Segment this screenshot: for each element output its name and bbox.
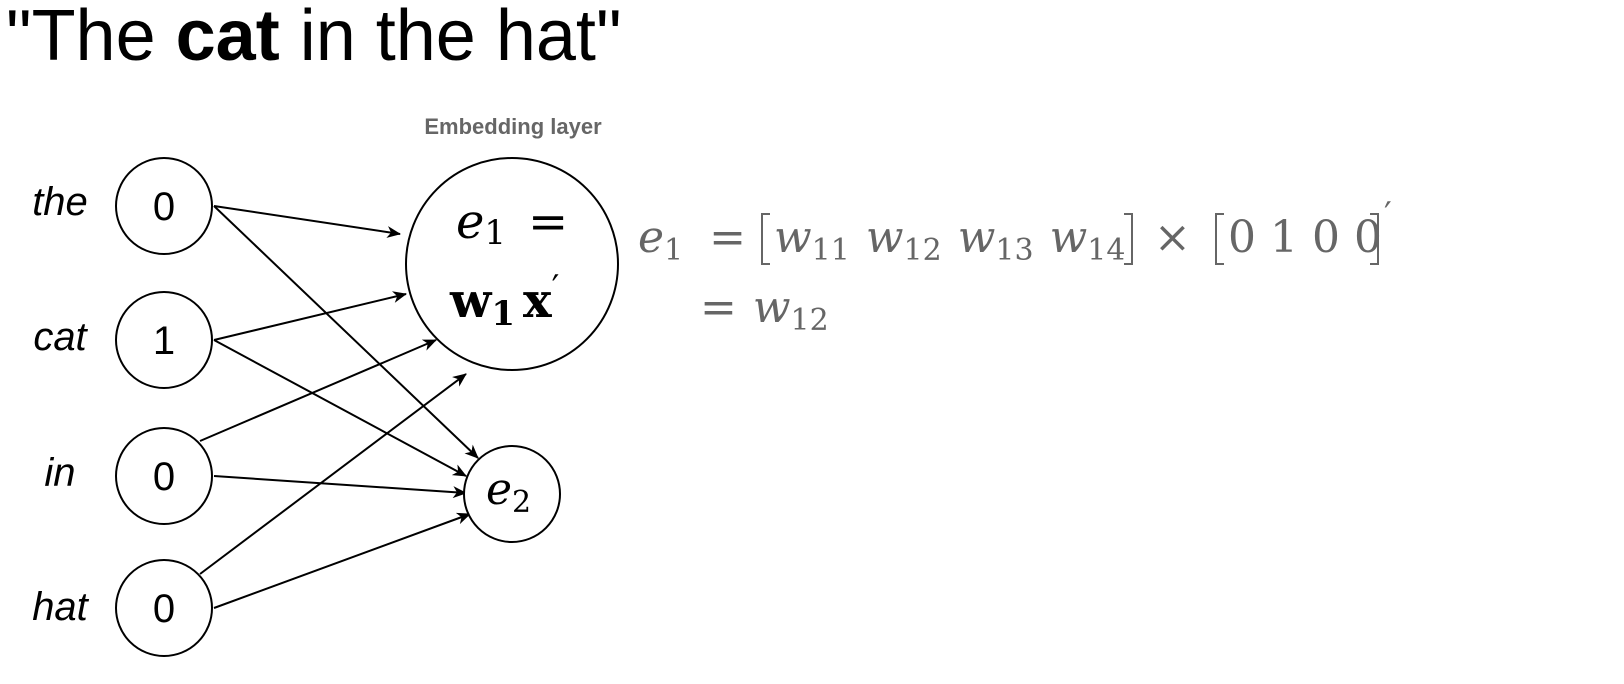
e1-node-formula-top: e1= — [456, 194, 568, 253]
edge-in-e1 — [199, 339, 437, 442]
input-value-cat: 1 — [153, 319, 175, 363]
edge-the-e2 — [213, 205, 479, 459]
embedding-node-e2 — [463, 445, 561, 543]
row-vector-right-bracket — [1124, 213, 1133, 265]
input-value-in: 0 — [153, 455, 175, 499]
one-hot-right-bracket — [1370, 213, 1379, 265]
row-vector-left-bracket — [761, 213, 770, 265]
input-node-in — [115, 427, 213, 525]
edge-in-e2 — [213, 475, 467, 499]
word-label-the: the — [32, 180, 88, 224]
one-hot-left-bracket — [1215, 213, 1224, 265]
e2-node-label: e2 — [486, 464, 531, 520]
edge-cat-e2 — [213, 339, 467, 477]
input-node-cat — [115, 291, 213, 389]
embedding-layer-label: Embedding layer — [424, 114, 602, 139]
input-value-hat: 0 — [153, 587, 175, 631]
edge-hat-e2 — [213, 512, 471, 609]
edge-hat-e1 — [199, 373, 467, 575]
equation-lhs: e1= — [638, 212, 746, 268]
edge-cat-e1 — [213, 291, 407, 341]
word-label-cat: cat — [33, 315, 88, 359]
input-value-the: 0 — [153, 185, 175, 229]
word-label-hat: hat — [32, 585, 89, 629]
embedding-node-e1 — [405, 157, 619, 371]
word-label-in: in — [44, 451, 75, 495]
input-node-the — [115, 157, 213, 255]
transpose-prime: ′ — [1384, 195, 1392, 235]
input-node-hat — [115, 559, 213, 657]
times-sign: × — [1154, 212, 1191, 263]
edge-the-e1 — [213, 205, 401, 238]
highlighted-word: cat — [176, 0, 280, 76]
sentence-title: "The cat in the hat" — [6, 0, 622, 76]
equation-result: =w12 — [700, 282, 829, 338]
